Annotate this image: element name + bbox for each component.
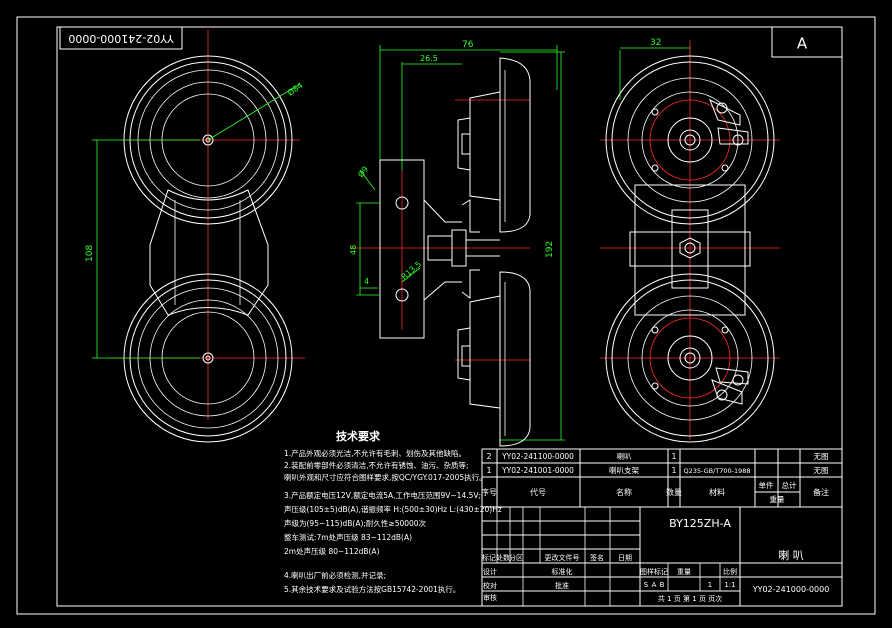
dim-76: 76	[462, 40, 474, 50]
bom-header-code: 代号	[530, 487, 546, 497]
bom-row-1-name: 喇叭支架	[609, 465, 639, 475]
dim-26-5: 26.5	[420, 54, 438, 63]
dim-dia-9: Ø9	[355, 164, 370, 179]
bom-row-1-code: YY02-241001-0000	[501, 466, 574, 475]
tech-line-3: 喇叭外观和尺寸应符合图样要求,按QC/YGY.017-2005执行。	[284, 472, 487, 482]
bom-header-note: 备注	[813, 487, 829, 497]
rev-label-file: 更改文件号	[545, 553, 580, 562]
bom-row-1-material: Q235-GB/T700-1988	[683, 467, 750, 475]
upper-horn-side	[457, 57, 531, 233]
front-view-dimensions: 108 Ø84	[85, 80, 305, 359]
rear-bottom-disc	[605, 273, 775, 443]
rev-label-sign: 签名	[590, 553, 604, 562]
bom-row-1-note: 无图	[814, 466, 829, 475]
dim-r13-5: R13.5	[400, 260, 424, 282]
stage-label: 图样标记	[640, 567, 668, 576]
rev-label-date: 日期	[618, 554, 632, 562]
dim-108: 108	[85, 245, 95, 262]
bom-row-2-no: 2	[486, 452, 491, 461]
stage-mark-a: A	[652, 581, 657, 589]
scale-value: 1:1	[724, 581, 735, 589]
tech-line-4: 3.产品额定电压12V,额定电流5A,工作电压范围9V~14.5V;	[284, 490, 481, 500]
mass-value: 1	[708, 581, 712, 589]
bom-header-name: 名称	[616, 487, 632, 497]
rear-top-disc	[605, 55, 775, 225]
tech-line-1: 1.产品外观必须光洁,不允许有毛刺、划伤及其他缺陷。	[284, 448, 466, 458]
bom-row-1-qty: 1	[672, 466, 677, 475]
tech-requirements-title: 技术要求	[336, 429, 381, 443]
tech-line-6: 声级为(95~115)dB(A);耐久性≥50000次	[284, 518, 427, 528]
revision-box: A	[771, 26, 843, 58]
sheet-inner-frame	[56, 26, 843, 607]
tech-line-5: 声压级(105±5)dB(A),谐振频率 H:(500±30)Hz L:(430…	[284, 504, 502, 514]
tech-line-10: 5.其余技术要求及试验方法按GB15742-2001执行。	[284, 584, 460, 594]
bom-header-material: 材料	[709, 487, 725, 497]
bom-row-2-code: YY02-241100-0000	[501, 452, 574, 461]
side-view: 76 26.5 192 48 4 Ø9 R1	[349, 40, 565, 447]
bom-header-qty: 数量	[666, 487, 682, 497]
tech-line-7: 整车测试:7m处声压级 83~112dB(A)	[284, 532, 412, 542]
dim-dia-84: Ø84	[285, 80, 304, 98]
rev-label-count: 处数	[496, 553, 510, 562]
dim-32: 32	[650, 38, 661, 48]
stage-mark-b: B	[660, 581, 665, 589]
bom-row-2-qty: 1	[672, 452, 677, 461]
dim-4: 4	[364, 277, 369, 286]
role-design: 设计	[483, 567, 497, 576]
sheet-count: 共 1 页 第 1 页 页次	[658, 594, 722, 603]
drawing-number: YY02-241000-0000	[752, 585, 830, 594]
tech-line-8: 2m处声压级 80~112dB(A)	[284, 546, 380, 556]
role-review: 审核	[483, 593, 497, 602]
revision-letter: A	[797, 35, 808, 53]
bom-header-unit: 单件	[759, 480, 774, 490]
drawing-number-stamp-text: YY02-241000-0000	[68, 32, 174, 45]
tech-line-9: 4.喇叭出厂前必须检测,并记录;	[284, 570, 386, 580]
title-block: 标记 处数 分区 更改文件号 签名 日期 设计 校对 审核 标准化 批准 图样标…	[481, 506, 843, 607]
part-code: BY125ZH-A	[669, 517, 731, 530]
scale-label: 比例	[723, 567, 737, 576]
bom-row-2-name: 喇叭	[617, 451, 632, 461]
bom-header-no: 序号	[481, 487, 497, 497]
dim-48: 48	[349, 245, 358, 255]
tech-line-2: 2.装配前零部件必须清洁,不允许有锈蚀、油污、杂质等;	[284, 460, 469, 470]
sheet-outer-frame	[16, 16, 876, 615]
bom-row-2-note: 无图	[814, 452, 829, 461]
bom-row-1-no: 1	[486, 466, 491, 475]
bom-header-total: 总计	[782, 480, 797, 490]
mass-label: 重量	[677, 568, 691, 576]
bom-header-weight: 重量	[770, 495, 785, 504]
part-name: 喇 叭	[778, 548, 804, 562]
drawing-number-stamp: YY02-241000-0000	[59, 26, 183, 50]
bom-table: 2 YY02-241100-0000 喇叭 1 无图 1 YY02-241001…	[481, 448, 843, 508]
lower-horn-side	[457, 271, 531, 447]
bracket-plate	[379, 159, 467, 339]
dim-192: 192	[545, 241, 555, 258]
front-view: 108 Ø84	[85, 30, 305, 443]
technical-requirements: 技术要求 1.产品外观必须光洁,不允许有毛刺、划伤及其他缺陷。 2.装配前零部件…	[284, 429, 502, 594]
stage-mark-s: S	[644, 581, 649, 589]
rear-view: 32	[600, 38, 780, 443]
rev-label-zone: 分区	[509, 553, 523, 562]
role-approve: 批准	[555, 581, 569, 590]
role-check: 校对	[483, 581, 497, 590]
rev-label-mark: 标记	[482, 553, 496, 562]
role-standardize: 标准化	[552, 567, 573, 576]
